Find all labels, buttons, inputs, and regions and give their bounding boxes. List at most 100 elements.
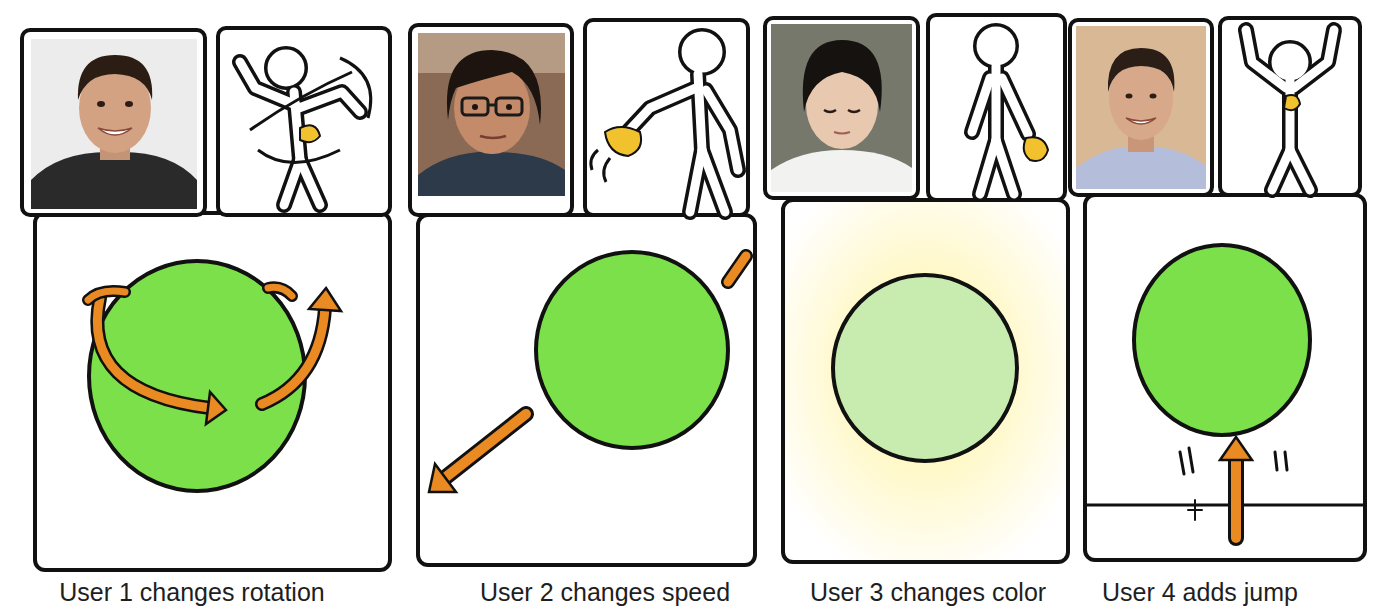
pose-sketch (250, 72, 352, 130)
user-photo (1076, 26, 1206, 189)
panel-caption: User 3 changes color (810, 577, 1046, 607)
jump-marks (1220, 437, 1252, 460)
pose-sketch (1246, 30, 1334, 190)
user-photo (771, 150, 912, 192)
user-photo (488, 104, 496, 107)
jump-marks (1231, 458, 1241, 538)
rotation-arrows (88, 291, 125, 300)
rotation-arrows (262, 308, 325, 404)
green-ball (536, 252, 728, 448)
panel-1 (22, 30, 205, 215)
jump-marks (1228, 458, 1244, 538)
rotation-arrows (88, 291, 125, 300)
panel-3 (765, 15, 1068, 562)
user-photo (1126, 118, 1156, 124)
jump-marks (1087, 504, 1363, 507)
user-photo (771, 24, 912, 192)
rotation-arrows (97, 298, 210, 408)
pose-sketch (1246, 30, 1334, 190)
panel-caption: User 2 changes speed (480, 577, 730, 607)
user-photo (447, 50, 541, 125)
user-photo (418, 33, 565, 196)
user-photo (824, 110, 836, 112)
user-photo (418, 152, 565, 196)
user-photo (834, 132, 850, 134)
pose-sketch (240, 54, 360, 205)
pose-sketch (258, 150, 340, 163)
pose-sketch (622, 36, 738, 212)
speed-arrows (446, 414, 526, 477)
pose-sketch (972, 31, 1028, 194)
green-ball (833, 275, 1017, 461)
speed-arrows (429, 256, 746, 492)
green-ball (1134, 245, 1310, 435)
rotation-arrows (268, 287, 292, 296)
panel-4 (1220, 18, 1360, 195)
user-photo (1108, 48, 1174, 92)
jump-marks (1285, 452, 1287, 470)
pose-sketch (622, 36, 738, 212)
pose-sketch (340, 58, 371, 118)
user-photo (472, 104, 478, 110)
pose-sketch (1284, 95, 1300, 110)
user-photo (496, 98, 522, 115)
user-photo (1126, 94, 1133, 99)
panel-1 (22, 28, 390, 570)
pose-sketch (591, 150, 598, 170)
green-ball (1134, 245, 1310, 435)
pose-sketch (240, 54, 360, 205)
rotation-arrows (206, 392, 226, 424)
rotation-arrows (97, 298, 210, 408)
panel-3 (928, 15, 1065, 200)
user-photo (1076, 26, 1206, 189)
speed-arrows (728, 256, 746, 282)
jump-marks (1275, 452, 1277, 470)
panel-3 (765, 18, 918, 198)
user-photo (418, 33, 565, 196)
user-photo (31, 152, 197, 209)
green-ball (89, 261, 305, 491)
rotation-arrows (268, 287, 292, 296)
user-photo (462, 98, 488, 115)
panel-4 (1070, 18, 1365, 560)
pose-sketch (591, 36, 738, 212)
user-photo (98, 128, 132, 135)
panel-caption: User 1 changes rotation (59, 577, 324, 607)
rotation-arrows (309, 288, 341, 311)
jump-marks (1188, 500, 1202, 520)
pose-sketch (604, 158, 610, 182)
panel-2 (418, 215, 755, 565)
pose-sketch (1246, 30, 1334, 190)
user-photo (480, 136, 506, 138)
user-photo (506, 104, 512, 110)
user-photo (803, 40, 882, 112)
user-photo (31, 39, 197, 209)
panel-2 (410, 25, 572, 215)
panel-caption: User 4 adds jump (1102, 577, 1298, 607)
speed-arrows (446, 414, 526, 477)
panel-2 (410, 20, 755, 565)
pose-sketch (1024, 137, 1048, 161)
panel-2 (585, 20, 748, 215)
pose-sketch (605, 127, 641, 156)
green-ball (833, 275, 1017, 461)
panel-4 (1085, 195, 1365, 560)
user-photo (1150, 94, 1157, 99)
user-photo (97, 101, 105, 107)
user-photo (78, 55, 152, 100)
rotation-arrows (262, 308, 325, 404)
user-photo (848, 110, 860, 112)
pose-sketch (972, 31, 1028, 194)
jump-marks (1087, 437, 1363, 538)
jump-marks (1180, 452, 1184, 474)
panel-1 (218, 28, 390, 215)
jump-marks (1189, 448, 1193, 472)
speed-arrows (728, 256, 746, 282)
panel-1 (35, 213, 390, 570)
rotation-arrows (88, 287, 341, 424)
panel-4 (1070, 20, 1212, 195)
user-photo (771, 24, 912, 192)
speed-arrows (429, 464, 456, 492)
